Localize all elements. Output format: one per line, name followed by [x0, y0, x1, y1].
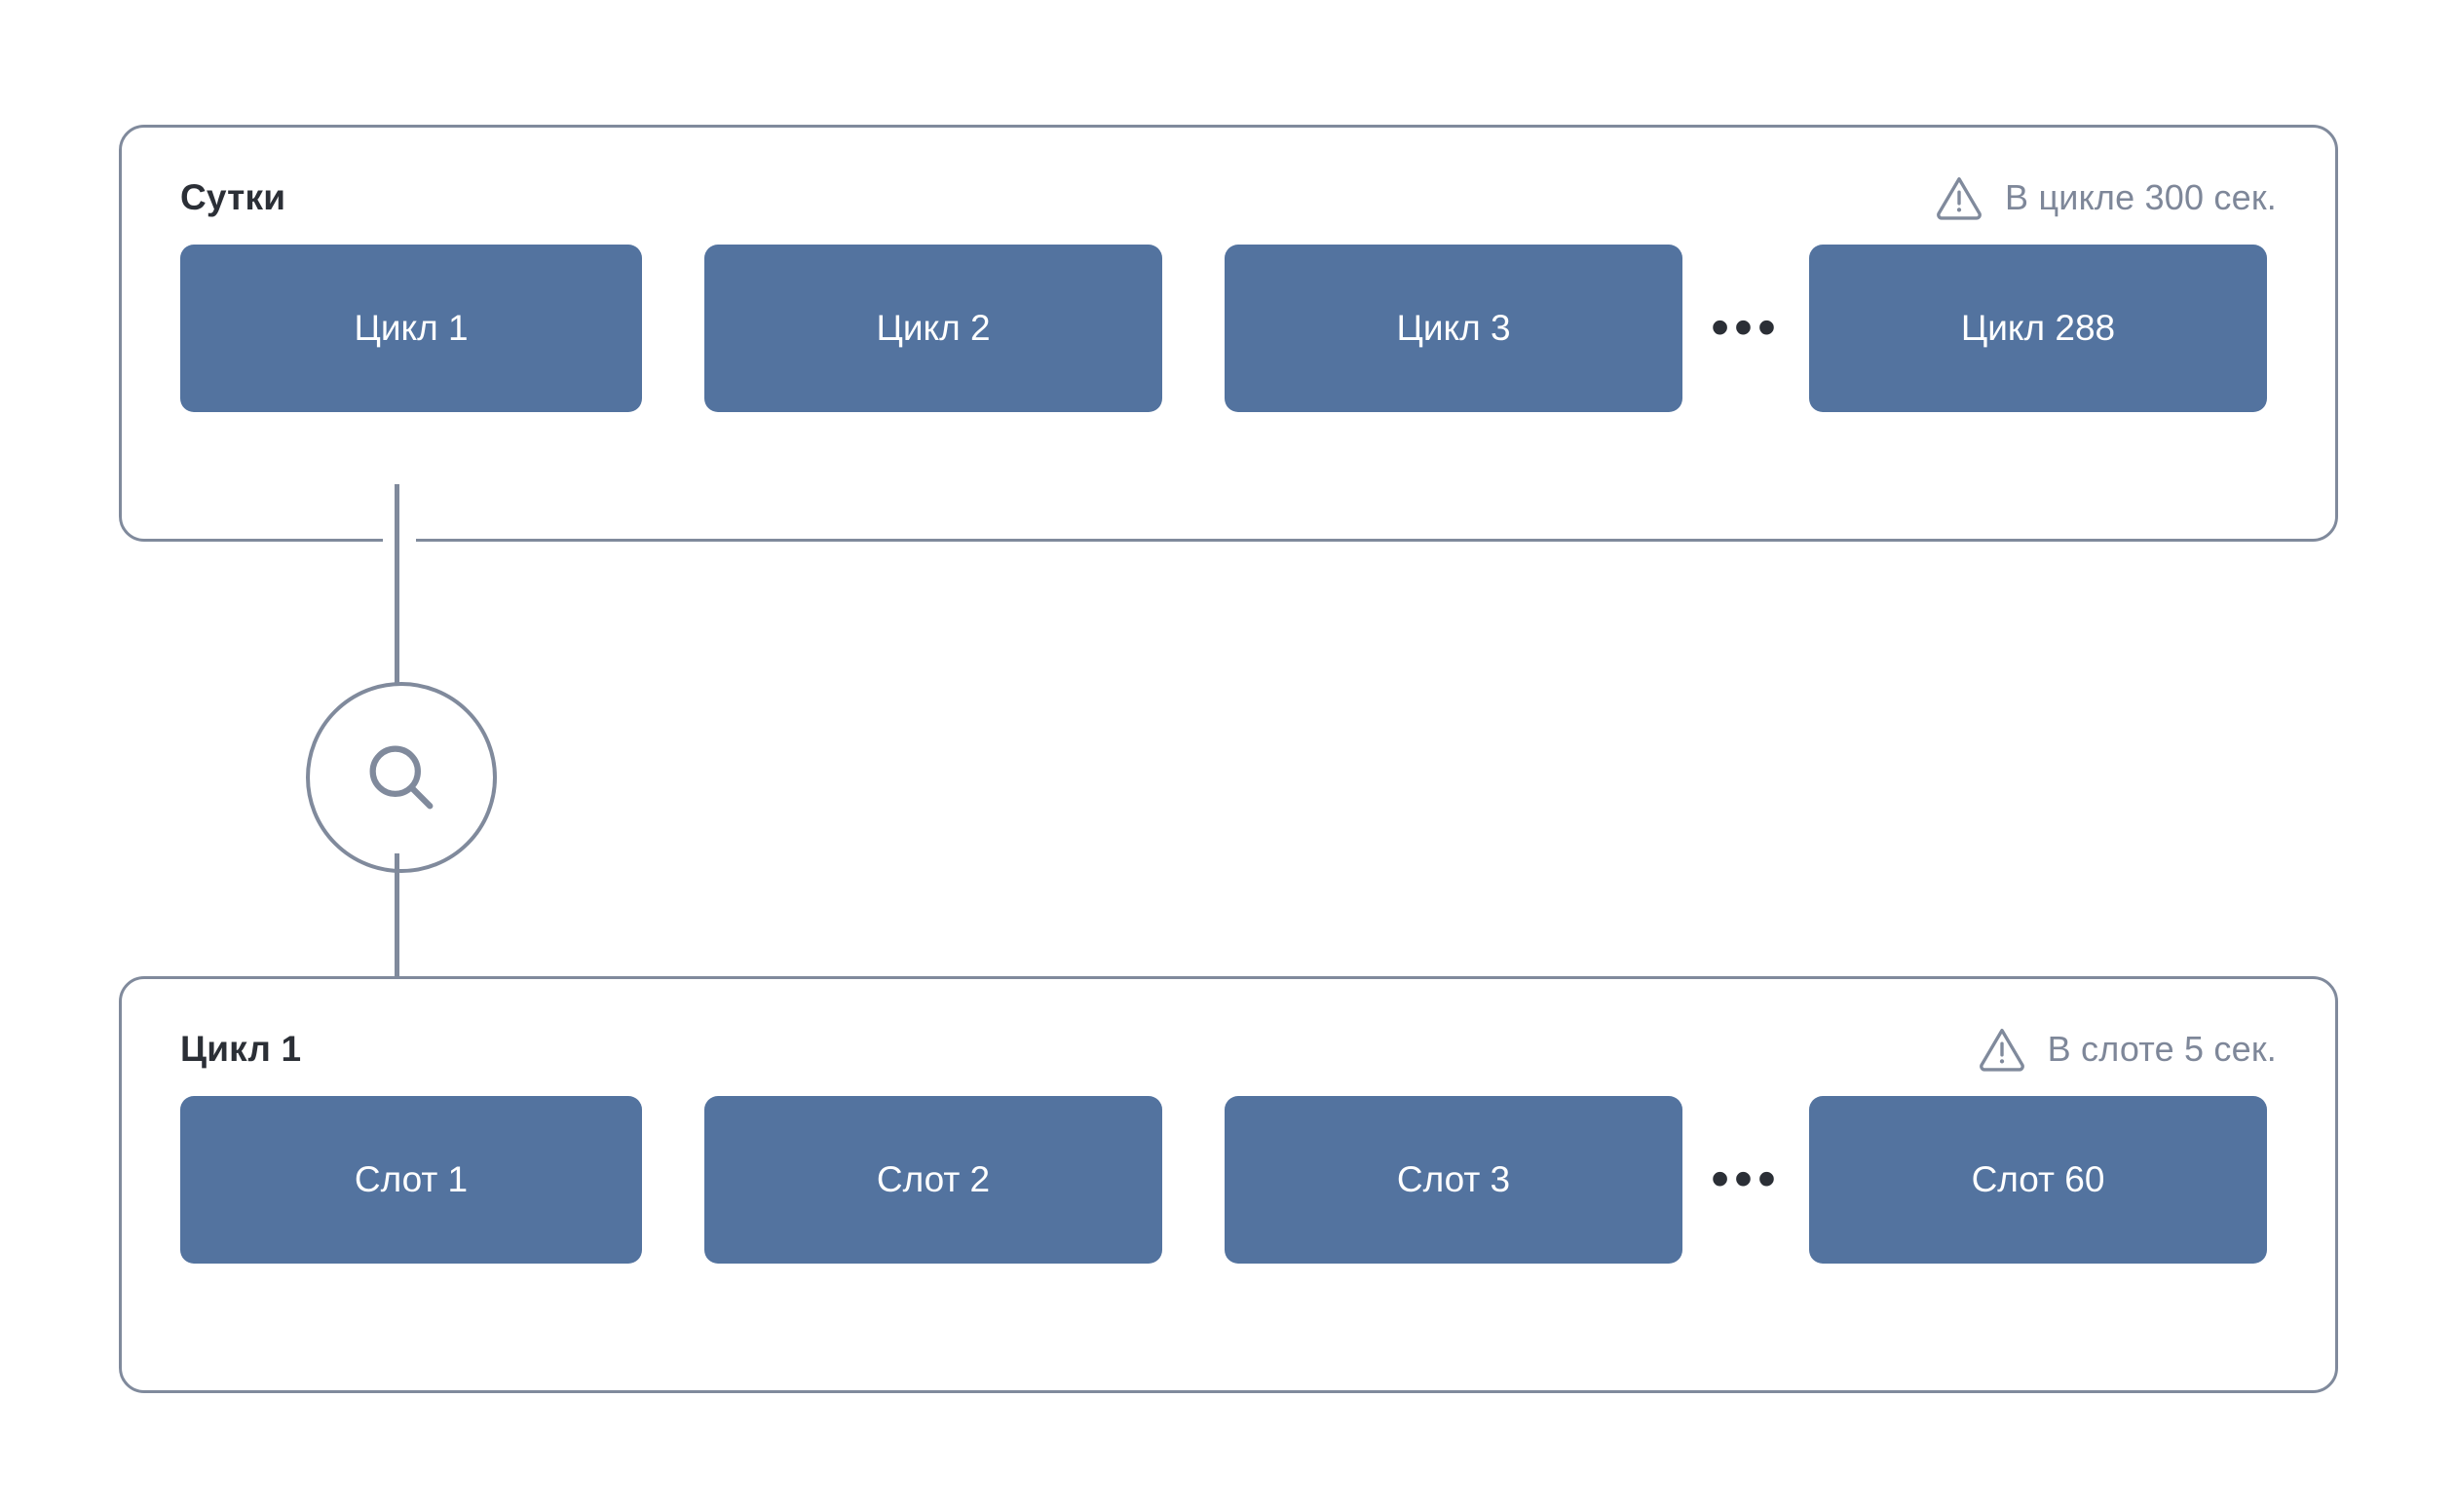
warning-triangle-icon: [1979, 1028, 2024, 1072]
panel-day-note-text: В цикле 300 сек.: [2005, 177, 2277, 217]
panel-day-header: Сутки В цикле 300 сек.: [180, 169, 2277, 227]
slot-box-60[interactable]: Слот 60: [1809, 1096, 2267, 1264]
cycle-box-288[interactable]: Цикл 288: [1809, 245, 2267, 412]
slot-box-2[interactable]: Слот 2: [704, 1096, 1162, 1264]
cycle-box-3[interactable]: Цикл 3: [1225, 245, 1682, 412]
slot-box-1[interactable]: Слот 1: [180, 1096, 642, 1264]
panel-cycle-note: В слоте 5 сек.: [1976, 1023, 2277, 1076]
cycle-ellipsis: •••: [1711, 298, 1781, 358]
cycle-box-1[interactable]: Цикл 1: [180, 245, 642, 412]
connector-zoom-node[interactable]: [306, 682, 497, 873]
magnifier-icon: [369, 745, 434, 810]
panel-day-note: В цикле 300 сек.: [1933, 171, 2277, 224]
panel-day-title: Сутки: [180, 177, 286, 217]
slot-ellipsis: •••: [1711, 1150, 1781, 1209]
panel-cycle-header: Цикл 1 В слоте 5 сек.: [180, 1020, 2277, 1078]
panel-cycle-title: Цикл 1: [180, 1029, 302, 1069]
panel-cycle-box-row: Слот 1 Слот 2 Слот 3 ••• Слот 60: [180, 1096, 2277, 1264]
panel-cycle-note-text: В слоте 5 сек.: [2047, 1029, 2277, 1069]
connector-line-upper: [395, 484, 399, 699]
connector-border-gap: [383, 532, 416, 548]
warning-triangle-icon: [1937, 176, 1982, 220]
panel-cycle: Цикл 1 В слоте 5 сек. Слот 1 Слот 2 Слот…: [119, 976, 2338, 1393]
cycle-box-2[interactable]: Цикл 2: [704, 245, 1162, 412]
panel-day-box-row: Цикл 1 Цикл 2 Цикл 3 ••• Цикл 288: [180, 245, 2277, 412]
connector-line-lower: [395, 853, 399, 978]
panel-day: Сутки В цикле 300 сек. Цикл 1 Цикл 2 Цик…: [119, 125, 2338, 542]
slot-box-3[interactable]: Слот 3: [1225, 1096, 1682, 1264]
